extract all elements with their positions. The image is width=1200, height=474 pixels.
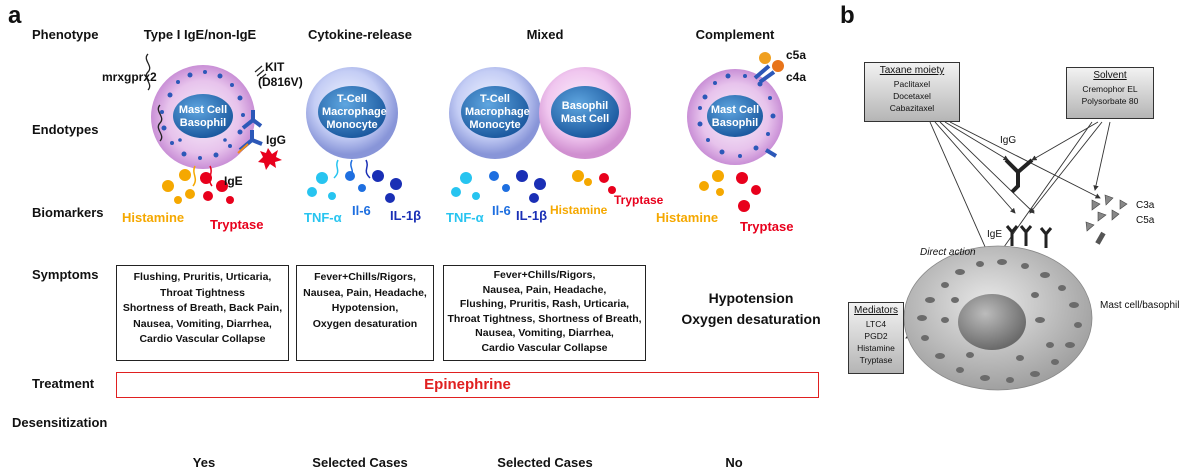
row-label-endotypes: Endotypes <box>32 122 99 137</box>
histamine-label-3: Histamine <box>656 210 719 225</box>
symptoms-box-cytokine: Fever+Chills/Rigors, Nausea, Pain, Heada… <box>296 265 434 361</box>
tryptase-label-2: Tryptase <box>614 193 664 207</box>
tryptase-particles-1 <box>200 172 234 204</box>
kit-mutation-label: (D816V) <box>258 75 303 89</box>
il6-particles-2 <box>489 171 510 192</box>
desensitization-complement: No <box>725 455 743 470</box>
direct-action-label: Direct action <box>920 247 976 258</box>
il6-label-1: Il-6 <box>352 203 371 218</box>
il6-particles-1 <box>345 171 366 192</box>
mast-basophil-cell-1 <box>145 53 282 170</box>
igg-label-a: IgG <box>266 133 286 147</box>
c3a-label: C3a <box>1136 200 1155 211</box>
phenotype-type1: Type I IgE/non-IgE <box>143 27 257 42</box>
symptoms-box-type1: Flushing, Pruritis, Urticaria, Throat Ti… <box>116 265 289 361</box>
histamine-particles-1 <box>162 169 195 204</box>
desensitization-cytokine: Selected Cases <box>312 455 408 470</box>
mrxgprx2-label: mrxgprx2 <box>102 70 157 84</box>
kit-label: KIT <box>265 60 285 74</box>
mediators-box: Mediators LTC4 PGD2 Histamine Tryptase <box>848 302 904 374</box>
row-label-symptoms: Symptoms <box>32 267 99 282</box>
panel-b-label: b <box>840 2 855 29</box>
tcell-cell-1 <box>306 67 398 159</box>
row-label-desensitization: Desensitization <box>12 415 108 430</box>
tnf-particles-1 <box>307 172 336 200</box>
tryptase-label-1: Tryptase <box>210 217 264 232</box>
il1b-label-1: IL-1β <box>390 208 422 223</box>
c5a-label-b: C5a <box>1136 215 1155 226</box>
c5a-label: c5a <box>786 48 807 62</box>
row-label-phenotype: Phenotype <box>32 27 99 42</box>
c4a-label: c4a <box>786 70 807 84</box>
row-label-treatment: Treatment <box>32 376 95 391</box>
il6-label-2: Il-6 <box>492 203 511 218</box>
tryptase-particles-2 <box>599 173 616 194</box>
tnf-particles-2 <box>451 172 480 200</box>
taxane-moiety-box: Taxane moiety Paclitaxel Docetaxel Cabaz… <box>864 62 960 122</box>
il1b-label-2: IL-1β <box>516 208 548 223</box>
tcell-cell-2 <box>449 67 541 159</box>
il1b-particles-2 <box>516 170 546 203</box>
phenotype-complement: Complement <box>695 27 775 42</box>
il1b-particles-1 <box>372 170 402 203</box>
endotype-illustrations <box>145 52 784 212</box>
desensitization-mixed: Selected Cases <box>497 455 593 470</box>
panel-a-label: a <box>8 2 22 29</box>
tnf-label-1: TNF-α <box>304 210 342 225</box>
histamine-label-1: Histamine <box>122 210 185 225</box>
histamine-label-2: Histamine <box>550 203 608 217</box>
mast-basophil-cell-2 <box>687 52 784 165</box>
phenotype-mixed: Mixed <box>526 27 564 42</box>
desensitization-type1: Yes <box>192 455 216 470</box>
basophil-mast-cell <box>539 67 631 159</box>
ige-label-a: IgE <box>224 174 243 188</box>
symptoms-box-mixed: Fever+Chills/Rigors, Nausea, Pain, Heada… <box>443 265 646 361</box>
histamine-particles-2 <box>572 170 592 186</box>
panel-b-diagram <box>903 121 1128 391</box>
tryptase-label-3: Tryptase <box>740 219 794 234</box>
histamine-particles-3 <box>699 170 724 196</box>
symptoms-complement: Hypotension Oxygen desaturation <box>681 290 821 327</box>
mast-cell-basophil-label: Mast cell/basophil <box>1100 300 1180 311</box>
tnf-label-2: TNF-α <box>446 210 484 225</box>
row-label-biomarkers: Biomarkers <box>32 205 104 220</box>
phenotype-cytokine: Cytokine-release <box>307 27 413 42</box>
solvent-box: Solvent Cremophor EL Polysorbate 80 <box>1066 67 1154 119</box>
ige-label-b: IgE <box>987 229 1003 240</box>
tryptase-particles-3 <box>736 172 761 212</box>
igg-label-b: IgG <box>1000 135 1017 146</box>
treatment-box: Epinephrine <box>116 372 819 398</box>
